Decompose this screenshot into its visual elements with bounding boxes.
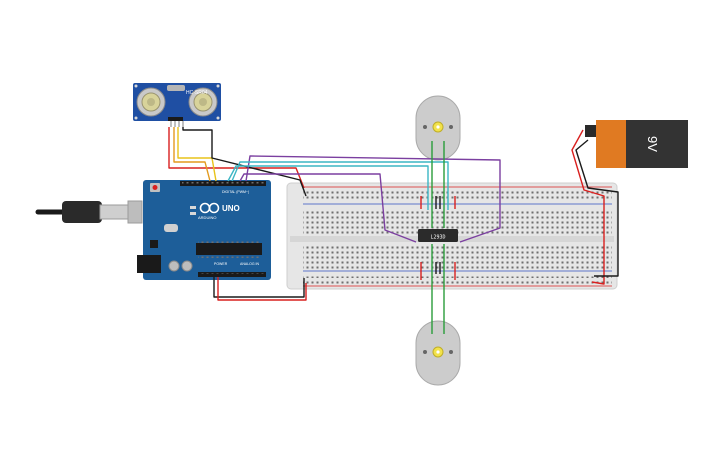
- l293d-driver-chip[interactable]: L293D: [418, 229, 458, 242]
- sensor-transducer-left: [136, 87, 166, 117]
- chip-label: L293D: [430, 235, 445, 241]
- wires: [168, 127, 619, 334]
- dc-motor-top[interactable]: [415, 95, 461, 161]
- wire-teal-right[interactable]: [231, 161, 449, 210]
- wire-arduino-5v[interactable]: [217, 277, 307, 301]
- sensor-transducer-right: [188, 87, 218, 117]
- battery-9v[interactable]: 9V: [585, 120, 688, 168]
- wire-purple-right[interactable]: [245, 155, 501, 243]
- wire-sensor-vcc[interactable]: [168, 127, 305, 189]
- battery-label: 9V: [645, 136, 660, 152]
- arduino-brand-text: ARDUINO: [198, 215, 216, 220]
- wire-battery-positive[interactable]: [571, 129, 605, 285]
- arduino-logo-icon: [199, 202, 220, 214]
- wire-sensor-echo[interactable]: [177, 127, 217, 182]
- wire-sensor-trig[interactable]: [173, 127, 211, 182]
- ultrasonic-sensor[interactable]: HC-SR04: [133, 83, 221, 127]
- uno-logo-text: UNO: [222, 204, 240, 213]
- wire-sensor-gnd[interactable]: [182, 127, 307, 197]
- analog-header-label: ANALOG IN: [240, 262, 260, 266]
- digital-header-label: DIGITAL (PWM~): [222, 190, 249, 194]
- arduino-uno-board[interactable]: DIGITAL (PWM~) UNO ARDUINO POWER ANALOG …: [137, 180, 271, 280]
- power-header-label: POWER: [214, 262, 228, 266]
- dc-motor-bottom[interactable]: [415, 320, 461, 386]
- wire-purple-left[interactable]: [239, 173, 417, 243]
- wire-battery-negative[interactable]: [575, 139, 619, 277]
- wire-teal-left[interactable]: [227, 165, 429, 210]
- usb-cable[interactable]: [35, 200, 143, 224]
- atmega-chip: [196, 243, 262, 255]
- sensor-model-label: HC-SR04: [186, 90, 208, 96]
- wire-arduino-gnd[interactable]: [213, 277, 305, 298]
